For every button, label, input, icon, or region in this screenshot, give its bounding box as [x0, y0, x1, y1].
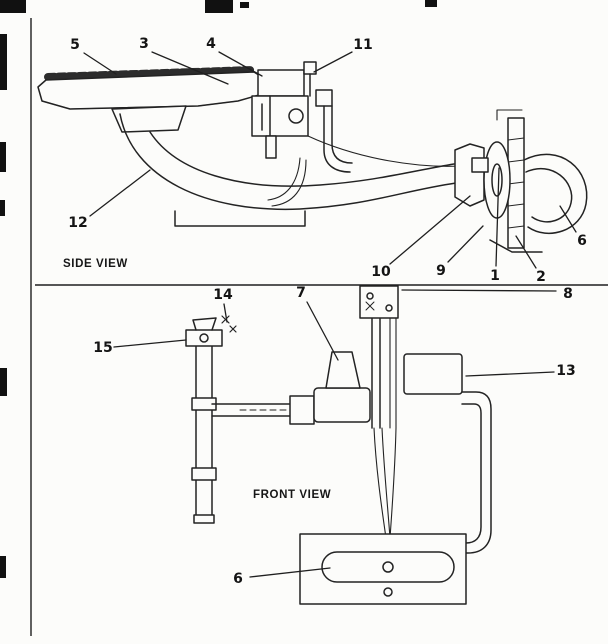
callout-2: 2	[536, 269, 546, 285]
leader-line-14	[223, 303, 228, 323]
leader-line-7	[306, 301, 339, 361]
callout-11: 11	[353, 37, 373, 53]
leader-line-1	[495, 167, 500, 267]
scan-artifacts	[0, 0, 437, 578]
callout-1: 1	[490, 268, 500, 284]
leader-line-8	[401, 289, 557, 292]
side-view-label: SIDE VIEW	[63, 258, 128, 270]
leader-line-3	[151, 51, 229, 85]
callout-5: 5	[70, 37, 80, 53]
leader-line-9	[447, 225, 484, 263]
callout-6: 6	[577, 233, 587, 249]
callout-12: 12	[68, 215, 88, 231]
leader-line-6	[249, 567, 331, 578]
leader-line-11	[313, 51, 353, 73]
frame-lines	[30, 18, 608, 636]
leader-line-13	[465, 371, 555, 377]
burner-head	[37, 66, 267, 133]
leader-line-10	[389, 195, 471, 265]
callout-8: 8	[563, 286, 573, 302]
callout-4: 4	[206, 36, 216, 52]
supply-pipe	[191, 345, 217, 524]
front-view-drawing	[185, 285, 492, 605]
callout-leader-lines	[83, 51, 577, 578]
callout-9: 9	[436, 263, 446, 279]
shutoff-valve	[185, 315, 237, 347]
leader-line-6	[559, 205, 577, 233]
leader-line-2	[515, 235, 537, 269]
callout-13: 13	[556, 363, 576, 379]
pilot-assembly	[359, 285, 399, 539]
leader-line-12	[89, 169, 151, 217]
burner-valve	[211, 351, 371, 425]
leader-line-4	[218, 51, 263, 77]
gas-valve	[251, 61, 353, 207]
callout-14: 14	[213, 287, 233, 303]
burner-tube	[299, 533, 467, 605]
callout-10: 10	[371, 264, 391, 280]
leader-line-15	[113, 339, 187, 348]
callout-15: 15	[93, 340, 113, 356]
leader-line-5	[83, 52, 117, 75]
callout-7: 7	[296, 285, 306, 301]
air-shutter-assembly	[454, 109, 588, 253]
control-box	[403, 353, 463, 395]
callout-6: 6	[233, 571, 243, 587]
front-view-label: FRONT VIEW	[253, 489, 332, 501]
return-piping	[457, 391, 492, 554]
venturi-arm	[119, 113, 461, 227]
callout-3: 3	[139, 36, 149, 52]
side-view-drawing	[37, 61, 588, 253]
